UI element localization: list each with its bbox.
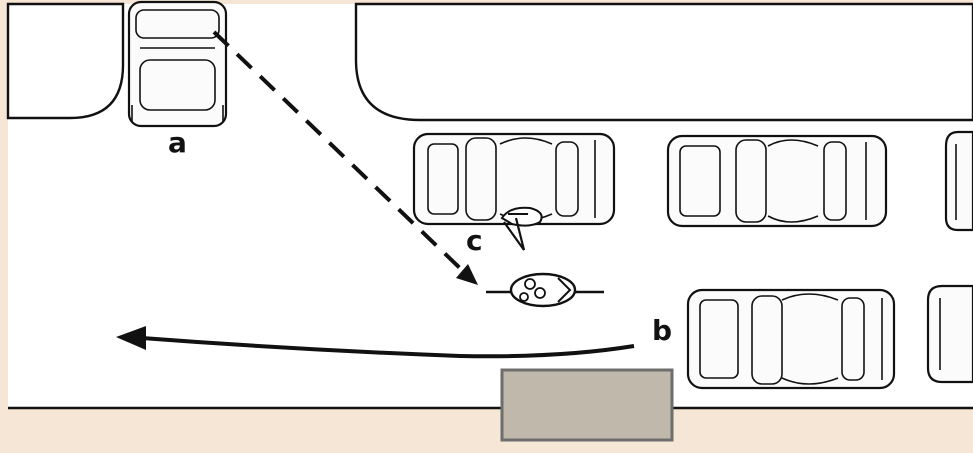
dashed-trajectory-arrow xyxy=(212,30,478,285)
parked-car-top-3-partial xyxy=(944,130,973,232)
cyclist-c-open-door xyxy=(500,206,543,251)
car-a xyxy=(127,0,228,128)
label-c: c xyxy=(466,224,483,257)
label-b: b xyxy=(652,314,672,347)
solid-trajectory-arrow xyxy=(116,326,635,359)
parked-car-bottom-1 xyxy=(686,288,896,390)
parked-car-bottom-2-partial xyxy=(926,284,973,384)
label-a: a xyxy=(168,126,187,159)
grey-box xyxy=(500,368,674,442)
cyclist xyxy=(486,272,604,308)
parked-car-top-1 xyxy=(412,132,616,226)
left-block xyxy=(6,2,125,120)
parked-car-top-2 xyxy=(666,134,888,228)
upper-right-block xyxy=(354,2,973,122)
